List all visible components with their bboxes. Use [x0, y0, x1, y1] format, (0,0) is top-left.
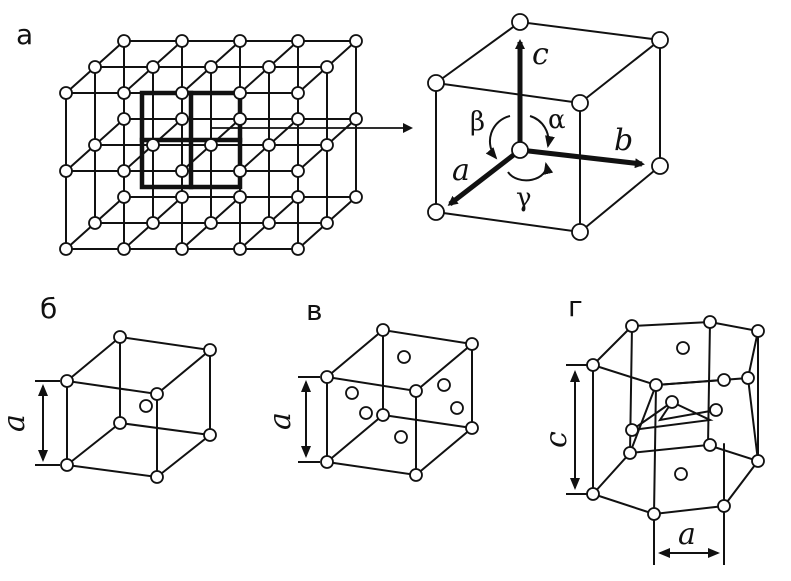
lattice-atom — [88, 216, 102, 230]
panel-g-hcp-cell: г — [539, 290, 765, 565]
lattice-atom — [117, 164, 131, 178]
lattice-atom — [59, 242, 73, 256]
fcc-nodes — [320, 323, 479, 482]
lattice-atom — [117, 34, 131, 48]
hcp-edges — [591, 320, 760, 516]
angle-label-gamma: γ — [516, 183, 532, 213]
fcc-face-atom — [397, 350, 411, 364]
lattice-atom — [262, 138, 276, 152]
lattice-atom — [117, 242, 131, 256]
panel-v-fcc-cell: в a — [263, 294, 479, 482]
lattice-atom — [291, 242, 305, 256]
lattice-atom — [146, 138, 160, 152]
lattice-atom — [175, 112, 189, 126]
lattice-atom — [233, 190, 247, 204]
bcc-nodes — [60, 330, 217, 484]
lattice-atom — [88, 138, 102, 152]
hcp-top-center-atom — [676, 341, 690, 355]
lattice-atom — [349, 112, 363, 126]
vector-b-arrow — [519, 147, 645, 169]
lattice-atom — [291, 86, 305, 100]
lattice-bold-cell — [139, 90, 243, 190]
lattice-atom — [204, 138, 218, 152]
bcc-edges — [64, 335, 213, 479]
panel-a-space-lattice: а — [16, 18, 413, 256]
lattice-atom — [146, 60, 160, 74]
lattice-atom — [291, 164, 305, 178]
hcp-bottom-center-atom — [674, 467, 688, 481]
hcp-edge-label: a — [678, 517, 696, 552]
lattice-atom — [233, 112, 247, 126]
panel-label-g: г — [568, 290, 583, 323]
lattice-atom — [88, 60, 102, 74]
lattice-atom — [175, 190, 189, 204]
lattice-atom — [291, 112, 305, 126]
lattice-atom — [291, 190, 305, 204]
hcp-nodes — [586, 315, 765, 521]
lattice-atom — [320, 138, 334, 152]
lattice-atom — [59, 86, 73, 100]
lattice-atom — [117, 86, 131, 100]
lattice-atom — [117, 190, 131, 204]
vector-a-arrow — [447, 148, 522, 206]
lattice-atom — [175, 34, 189, 48]
angle-label-beta: β — [470, 107, 485, 137]
lattice-vectors — [447, 39, 645, 206]
angle-arcs — [485, 115, 555, 182]
lattice-atom — [204, 216, 218, 230]
panel-b-bcc-cell: б a — [0, 292, 217, 484]
panel-a-unit-cell: c b a α β γ — [427, 13, 669, 241]
lattice-atom — [291, 34, 305, 48]
fcc-edges — [324, 328, 475, 477]
lattice-atom — [320, 216, 334, 230]
unit-cell-nodes — [427, 13, 669, 241]
lattice-atom — [233, 34, 247, 48]
lattice-atom — [233, 164, 247, 178]
axis-label-a: a — [452, 153, 470, 188]
lattice-atom — [233, 86, 247, 100]
lattice-atom — [262, 216, 276, 230]
fcc-edge-label: a — [263, 412, 298, 430]
panel-label-b: б — [40, 292, 57, 325]
bcc-center-atom — [139, 399, 153, 413]
panel-label-v: в — [306, 294, 323, 327]
hcp-height-label: c — [539, 431, 574, 448]
bcc-edge-label: a — [0, 414, 32, 432]
lattice-atom — [175, 164, 189, 178]
axis-label-b: b — [614, 123, 633, 158]
lattice-atom — [175, 242, 189, 256]
panel-label-a: а — [16, 18, 33, 51]
lattice-atom — [117, 112, 131, 126]
axis-label-c: c — [532, 37, 549, 72]
lattice-atom — [204, 60, 218, 74]
lattice-nodes — [59, 34, 363, 256]
lattice-atom — [320, 60, 334, 74]
lattice-atom — [349, 34, 363, 48]
lattice-atom — [175, 86, 189, 100]
lattice-atom — [59, 164, 73, 178]
lattice-atom — [146, 216, 160, 230]
lattice-atom — [349, 190, 363, 204]
angle-label-alpha: α — [548, 105, 566, 135]
lattice-atom — [233, 242, 247, 256]
lattice-atom — [262, 60, 276, 74]
